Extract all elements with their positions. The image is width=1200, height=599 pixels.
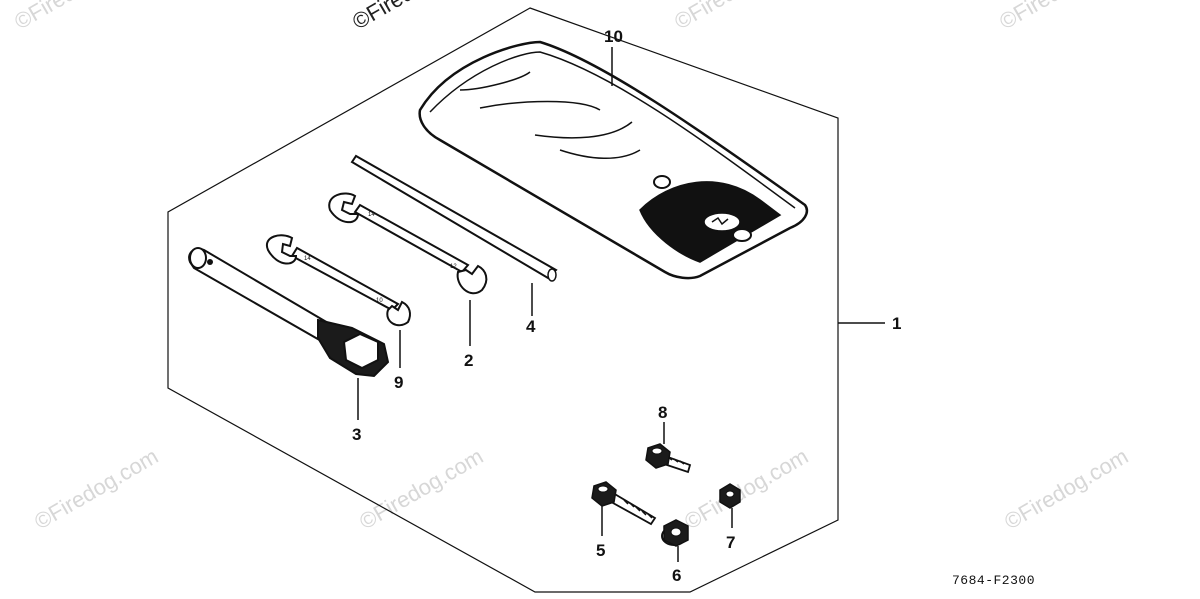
watermark-text: ©Firedog.com <box>30 443 162 534</box>
bolt-long <box>591 481 657 526</box>
callout-1: 1 <box>892 314 901 333</box>
watermark-text: ©Firedog.com <box>995 0 1127 34</box>
svg-text:12: 12 <box>450 264 457 270</box>
callout-7: 7 <box>726 533 735 552</box>
svg-text:14: 14 <box>368 212 375 218</box>
kit-boundary <box>167 7 839 593</box>
callout-3: 3 <box>352 425 361 444</box>
callout-5: 5 <box>596 541 605 560</box>
callout-4: 4 <box>526 317 536 336</box>
svg-text:10: 10 <box>376 298 383 304</box>
tool-bag <box>418 40 809 280</box>
callout-8: 8 <box>658 403 667 422</box>
watermark-text: ©Firedog.com <box>10 0 142 34</box>
plug-wrench <box>188 247 390 378</box>
wrench-large: 14 12 <box>328 192 488 295</box>
callout-9: 9 <box>394 373 403 392</box>
svg-text:14: 14 <box>304 256 311 262</box>
flange-nut <box>661 519 689 547</box>
tommy-bar <box>350 154 558 282</box>
callout-10: 10 <box>604 27 623 46</box>
watermark-text: ©Firedog.com <box>1000 443 1132 534</box>
watermark-text: ©Firedog.com <box>670 0 802 34</box>
watermark-text: ©Firedog.com <box>355 443 487 534</box>
hex-nut <box>719 483 741 509</box>
bolt-short <box>645 443 692 474</box>
watermark-text: ©Firedog.com <box>680 443 812 534</box>
watermark-text: ©Firedog.com <box>348 0 480 34</box>
callout-2: 2 <box>464 351 473 370</box>
callout-6: 6 <box>672 566 681 585</box>
wrench-small: 14 10 <box>265 234 411 327</box>
figure-code: 7684-F2300 <box>952 573 1035 588</box>
